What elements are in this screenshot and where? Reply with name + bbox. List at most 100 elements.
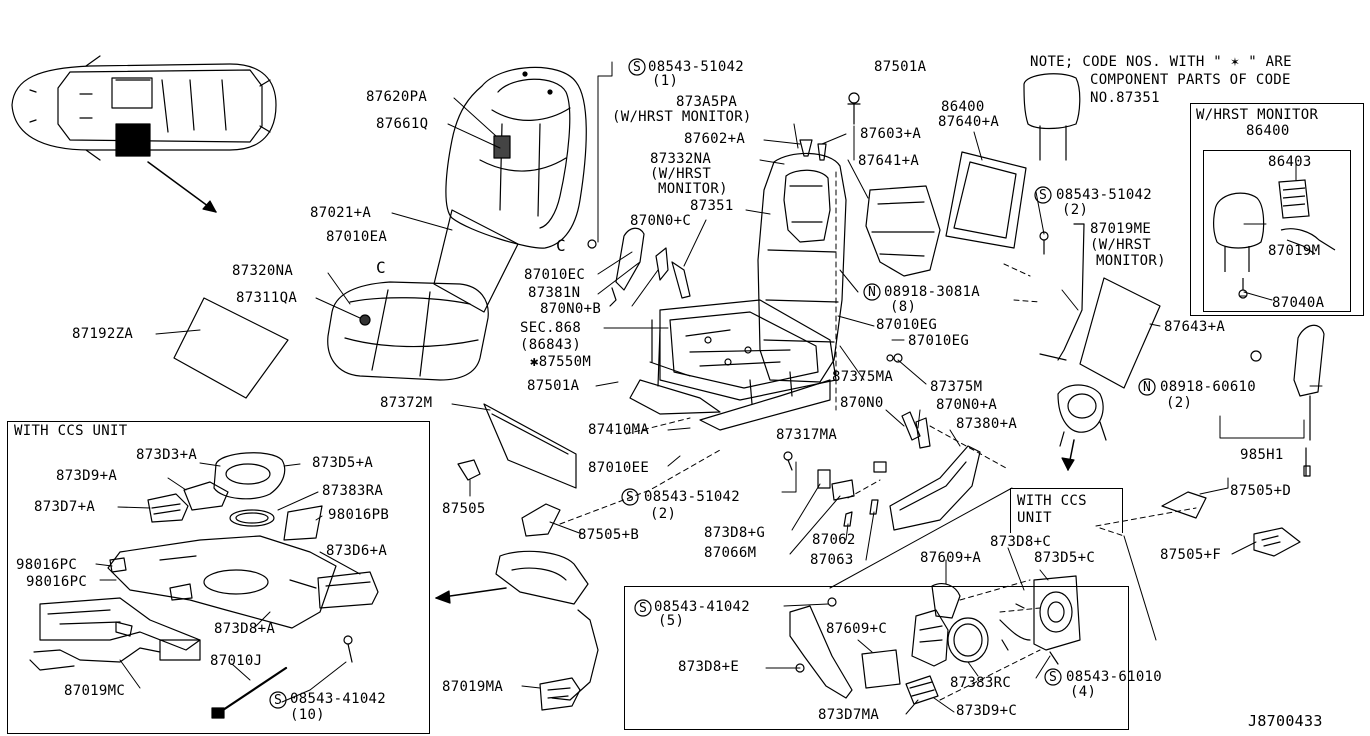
part-label: 87317MA [776, 427, 838, 443]
part-label: 870N0+A [936, 397, 998, 413]
part-label: 873D5+A [312, 455, 374, 471]
headrest-86400-icon [1213, 179, 1336, 299]
part-label: 08918-3081A [884, 284, 981, 300]
front-panel-87372M [483, 403, 577, 489]
part-label: 87609+A [920, 550, 982, 566]
pad-87643A [1079, 277, 1161, 389]
part-qty: (2) [1166, 395, 1193, 411]
part-label: 87010EA [326, 229, 388, 245]
s-symbol: S [633, 60, 642, 75]
inset-title-ccs-right-1: WITH CCS [1017, 493, 1087, 509]
part-label: 873D7+A [34, 499, 96, 515]
pad-87021A [433, 209, 519, 313]
part-label: 873D9+A [56, 468, 118, 484]
diagram-id: J8700433 [1248, 712, 1323, 730]
part-label: 87640+A [938, 114, 1000, 130]
part-label: 873D9+C [956, 703, 1018, 719]
part-label: 87505 [442, 501, 486, 517]
part-note: MONITOR) [1096, 253, 1166, 269]
part-label: 98016PB [328, 507, 390, 523]
part-label: 87602+A [684, 131, 746, 147]
inset-title-ccs-right-2: UNIT [1017, 510, 1052, 526]
part-label: 87609+C [826, 621, 888, 637]
part-label: 870N0+C [630, 213, 692, 229]
part-label: 87019MA [442, 679, 504, 695]
part-qty: (10) [290, 707, 325, 723]
part-label: 87381N [528, 285, 581, 301]
s-symbol: S [1049, 670, 1058, 685]
part-label: 87661Q [376, 116, 429, 132]
c-clip-symbol: C [556, 236, 566, 255]
part-label: 87501A [874, 59, 927, 75]
part-label: 87066M [704, 545, 757, 561]
part-label: 87375MA [832, 369, 894, 385]
ccs-unit-inset-right-art [789, 575, 1081, 705]
part-qty: (4) [1070, 684, 1097, 700]
ccs-unit-inset-left [7, 421, 430, 734]
dashed-reference-lines [559, 171, 1197, 701]
n-symbol: N [1143, 380, 1152, 395]
part-note: (W/HRST [1090, 237, 1152, 253]
part-note: (W/HRST MONITOR) [612, 109, 752, 125]
ccs-unit-inset-right-tab [1010, 488, 1123, 533]
part-qty: (5) [658, 613, 685, 629]
part-label: 08543-51042 [648, 59, 745, 75]
part-label: 87010J [210, 653, 263, 669]
part-label: 98016PC [16, 557, 78, 573]
part-label: 87332NA [650, 151, 712, 167]
part-label: 08543-61010 [1066, 669, 1163, 685]
part-label: 87410MA [588, 422, 650, 438]
part-label: 873D3+A [136, 447, 198, 463]
part-qty: (2) [1062, 202, 1089, 218]
ccs-unit-inset-right [624, 586, 1129, 730]
note-line-3: NO.87351 [1090, 90, 1160, 106]
part-label: 08543-51042 [1056, 187, 1153, 203]
part-label: 873D7MA [818, 707, 880, 723]
part-label: 87505+B [578, 527, 640, 543]
part-label: (86843) [520, 337, 582, 353]
part-label: 86400 [941, 99, 985, 115]
part-label: 87620PA [366, 89, 428, 105]
part-label: 87603+A [860, 126, 922, 142]
part-label: 08918-60610 [1160, 379, 1257, 395]
part-label: 87010EE [588, 460, 650, 476]
part-label: 87019MC [64, 683, 126, 699]
callout-circles [269, 58, 1156, 709]
note-line-2: COMPONENT PARTS OF CODE [1090, 72, 1291, 88]
small-brackets-center [587, 92, 861, 307]
part-label: 873D8+A [214, 621, 276, 637]
part-label: 87040A [1272, 295, 1325, 311]
part-label: 87505+F [1160, 547, 1222, 563]
ccs-blower-upper [1057, 384, 1107, 471]
part-label: 87019ME [1090, 221, 1152, 237]
part-qty: (8) [890, 299, 917, 315]
part-label: 87062 [812, 532, 856, 548]
part-label: 870N0+B [540, 301, 602, 317]
n-symbol: N [868, 285, 877, 300]
part-label: 87383RC [950, 675, 1012, 691]
s-symbol: S [639, 601, 648, 616]
part-label: 87505+D [1230, 483, 1292, 499]
part-label: 87010EG [876, 317, 938, 333]
hrst-monitor-inner-box [1203, 150, 1351, 312]
side-trim-985H1 [1250, 324, 1325, 477]
part-label: 98016PC [26, 574, 88, 590]
part-label: 87501A [527, 378, 580, 394]
part-label: 985H1 [1240, 447, 1284, 463]
ccs-unit-inset-art [29, 452, 507, 719]
part-label: 87021+A [310, 205, 372, 221]
inset-pointer-lines [829, 487, 1157, 641]
seat-back-cushion [445, 66, 587, 249]
part-label: 873D5+C [1034, 550, 1096, 566]
part-label: 87010EC [524, 267, 586, 283]
part-qty: (2) [650, 506, 677, 522]
part-label: 87311QA [236, 290, 298, 306]
rear-panel-parts [865, 73, 1085, 361]
part-note: (W/HRST [650, 166, 712, 182]
part-label: 08543-41042 [654, 599, 751, 615]
part-label: 87320NA [232, 263, 294, 279]
part-label: 87375M [930, 379, 983, 395]
brackets-87505 [457, 459, 1301, 557]
part-label: SEC.868 [520, 320, 582, 336]
